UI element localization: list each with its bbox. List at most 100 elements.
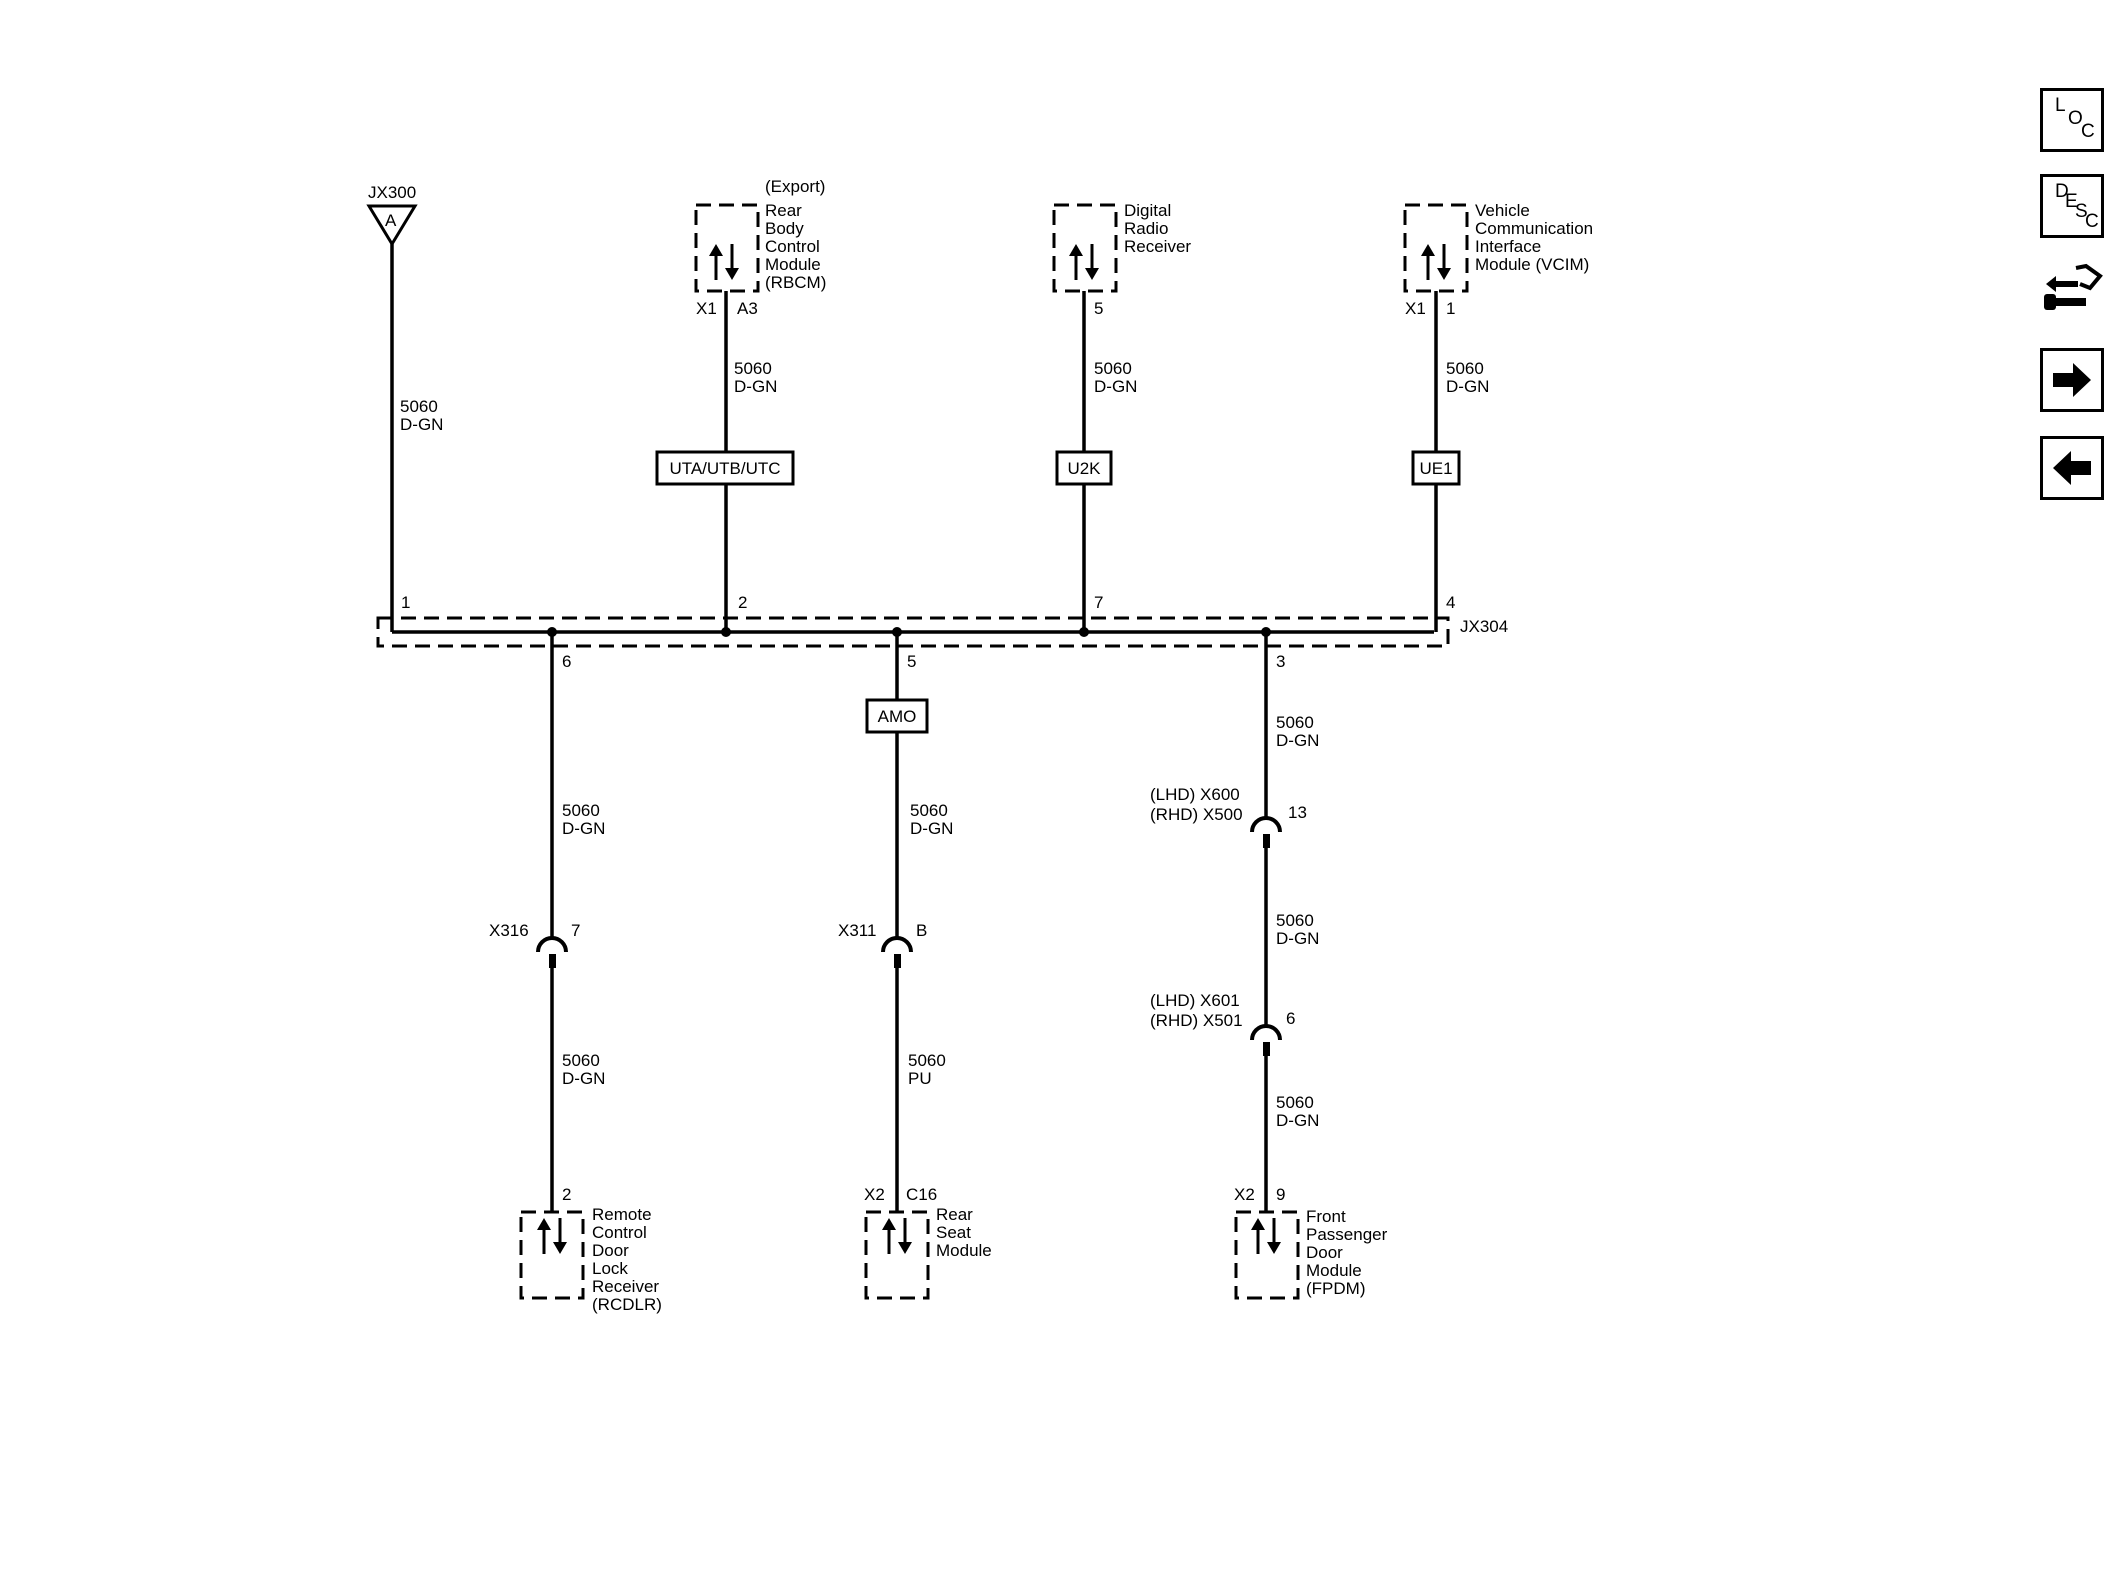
option-code-label: UE1 — [1419, 459, 1452, 478]
connector-end-view-icon — [2044, 263, 2103, 310]
inline-connector-pin — [1263, 1042, 1270, 1056]
branch-fpdm: 5060 D-GN (LHD) X600 (RHD) X500 13 5060 … — [1150, 632, 1388, 1300]
left-arrow-icon — [2053, 451, 2091, 485]
module-name-line: (RBCM) — [765, 273, 826, 292]
inline-connector-label: X311 — [838, 921, 876, 940]
option-code-label: UTA/UTB/UTC — [669, 459, 780, 478]
wire-circuit-label: 5060 — [908, 1051, 946, 1070]
ground-triangle-icon — [366, 204, 418, 247]
module-name-line: Control — [765, 237, 820, 256]
splice-pin-label: 7 — [1094, 593, 1103, 612]
loc-letter: O — [2068, 108, 2083, 129]
module-name-line: Receiver — [1124, 237, 1191, 256]
inline-connector-label: (RHD) X500 — [1150, 805, 1243, 824]
module-vcim: Vehicle Communication Interface Module (… — [1403, 201, 1593, 632]
wire-color-label: D-GN — [1276, 731, 1319, 750]
module-name-line: Front — [1306, 1207, 1346, 1226]
module-name-line: Door — [592, 1241, 629, 1260]
wire-circuit-label: 5060 — [562, 1051, 600, 1070]
module-outline — [694, 203, 760, 293]
module-name-line: Seat — [936, 1223, 971, 1242]
desc-letter: C — [2085, 211, 2099, 232]
module-name-line: Module (VCIM) — [1475, 255, 1589, 274]
connector-end-view-button[interactable] — [2040, 258, 2104, 322]
module-pin-label: 9 — [1276, 1185, 1285, 1204]
module-rbcm: (Export) Rear Body Control Module (RBCM)… — [655, 177, 826, 632]
inline-connector-label: (LHD) X600 — [1150, 785, 1240, 804]
module-name-line: Rear — [936, 1205, 973, 1224]
wire-color-label: PU — [908, 1069, 932, 1088]
splice-pin-label: 5 — [907, 652, 916, 671]
wire-circuit-label: 5060 — [562, 801, 600, 820]
inline-connector-pin-label: B — [916, 921, 927, 940]
ground-connector-name: JX300 — [368, 183, 416, 202]
wire-color-label: D-GN — [734, 377, 777, 396]
bidirectional-arrow-icon — [1421, 244, 1451, 280]
module-name-line: Remote — [592, 1205, 652, 1224]
right-arrow-icon — [2053, 363, 2091, 397]
splice-pin-label: 2 — [738, 593, 747, 612]
wire-circuit-label: 5060 — [400, 397, 438, 416]
inline-connector-pin — [549, 954, 556, 968]
wire-color-label: D-GN — [562, 819, 605, 838]
module-outline — [1403, 203, 1469, 293]
wire-color-label: D-GN — [1276, 1111, 1319, 1130]
option-code-box — [1055, 450, 1113, 486]
desc-letter: D — [2055, 181, 2069, 202]
branch-rcdlr: 5060 D-GN X316 7 5060 D-GN 2 Remote Cont… — [489, 632, 662, 1314]
wire-color-label: D-GN — [400, 415, 443, 434]
wire-circuit-label: 5060 — [1094, 359, 1132, 378]
wire-color-label: D-GN — [1276, 929, 1319, 948]
wire-color-label: D-GN — [1446, 377, 1489, 396]
wire-color-label: D-GN — [910, 819, 953, 838]
inline-connector-pin — [1263, 834, 1270, 848]
module-connector-label: X2 — [1234, 1185, 1255, 1204]
module-name-line: (Export) — [765, 177, 825, 196]
module-name-line: (FPDM) — [1306, 1279, 1365, 1298]
inline-connector-label: (RHD) X501 — [1150, 1011, 1243, 1030]
module-pin-label: 1 — [1446, 299, 1455, 318]
inline-connector-icon — [881, 936, 913, 953]
wire-color-label: D-GN — [1094, 377, 1137, 396]
previous-page-button[interactable] — [2040, 436, 2104, 500]
inline-connector-pin — [894, 954, 901, 968]
option-code-box — [655, 450, 795, 486]
description-button[interactable]: D E S C — [2040, 174, 2104, 238]
module-name-line: Body — [765, 219, 804, 238]
splice-pin-label: 3 — [1276, 652, 1285, 671]
module-outline — [864, 1210, 930, 1300]
location-button[interactable]: L O C — [2040, 88, 2104, 152]
module-name-line: Module — [765, 255, 821, 274]
option-code-label: AMO — [878, 707, 917, 726]
ground-connector-jx300: JX300 A 5060 D-GN — [366, 183, 443, 632]
inline-connector-icon — [1250, 816, 1282, 833]
module-name-line: Passenger — [1306, 1225, 1388, 1244]
option-code-box — [1411, 450, 1461, 486]
wire-circuit-label: 5060 — [1446, 359, 1484, 378]
module-digital-radio-receiver: Digital Radio Receiver 5 5060 D-GN U2K — [1052, 201, 1191, 632]
inline-connector-pin-label: 7 — [571, 921, 580, 940]
module-pin-label: A3 — [737, 299, 758, 318]
module-name-line: Vehicle — [1475, 201, 1530, 220]
module-name-line: Interface — [1475, 237, 1541, 256]
next-page-button[interactable] — [2040, 348, 2104, 412]
module-outline — [519, 1210, 585, 1300]
wire-circuit-label: 5060 — [1276, 1093, 1314, 1112]
loc-letter: L — [2055, 95, 2066, 116]
bidirectional-arrow-icon — [537, 1218, 567, 1254]
bidirectional-arrow-icon — [882, 1218, 912, 1254]
splice-pin-label: 1 — [401, 593, 410, 612]
module-connector-label: X1 — [696, 299, 717, 318]
module-connector-label: X1 — [1405, 299, 1426, 318]
wire-color-label: D-GN — [562, 1069, 605, 1088]
module-name-line: Module — [936, 1241, 992, 1260]
wire-circuit-label: 5060 — [734, 359, 772, 378]
inline-connector-icon — [1250, 1024, 1282, 1041]
branch-rear-seat-module: AMO 5060 D-GN X311 B 5060 PU X2 C16 Rear… — [838, 632, 992, 1300]
module-name-line: Communication — [1475, 219, 1593, 238]
splice-pin-label: 4 — [1446, 593, 1455, 612]
module-name-line: Module — [1306, 1261, 1362, 1280]
bidirectional-arrow-icon — [1069, 244, 1099, 280]
wire-circuit-label: 5060 — [910, 801, 948, 820]
option-code-label: U2K — [1067, 459, 1101, 478]
